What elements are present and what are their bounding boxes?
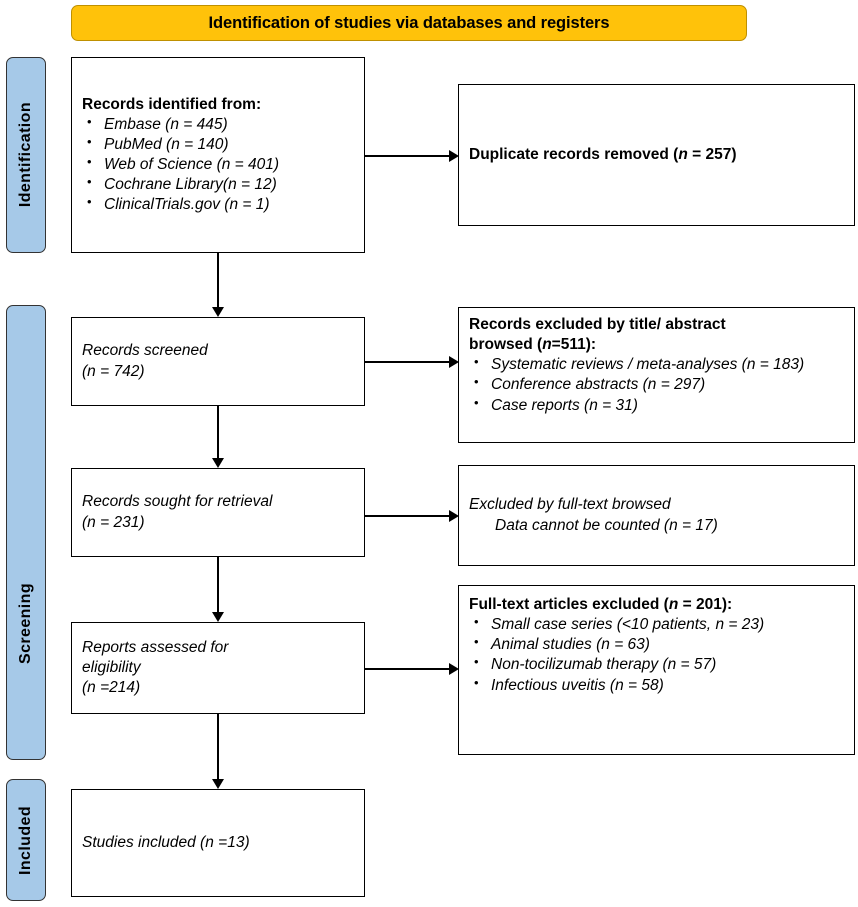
box-records-sought-for-retrieval-line2: (n = 231)	[82, 513, 145, 531]
box-full-text-articles-excluded-list: Small case series (<10 patients, n = 23)…	[469, 614, 844, 696]
list-item: Web of Science (n = 401)	[82, 154, 354, 175]
box-full-text-articles-excluded: Full-text articles excluded (n = 201): S…	[458, 585, 855, 755]
arrow-retrieval-to-excluded-full-text-browsed	[365, 510, 459, 522]
box-records-screened: Records screened (n = 742)	[71, 317, 365, 406]
diagram-title: Identification of studies via databases …	[208, 13, 610, 32]
box-records-identified: Records identified from: Embase (n = 445…	[71, 57, 365, 253]
box-reports-assessed-for-eligibility-line3: (n =214)	[82, 679, 141, 697]
box-studies-included-text: Studies included (n =13)	[82, 833, 250, 851]
box-records-excluded-title-abstract: Records excluded by title/ abstract brow…	[458, 307, 855, 443]
box-reports-assessed-for-eligibility: Reports assessed for eligibility (n =214…	[71, 622, 365, 714]
list-item: PubMed (n = 140)	[82, 134, 354, 155]
arrow-retrieval-to-eligibility	[212, 557, 224, 622]
box-studies-included: Studies included (n =13)	[71, 789, 365, 897]
diagram-header-banner: Identification of studies via databases …	[71, 5, 747, 41]
stage-bar-identification: Identification	[6, 57, 46, 253]
arrow-identified-to-duplicates	[365, 150, 459, 162]
box-records-screened-line2: (n = 742)	[82, 362, 145, 380]
box-reports-assessed-for-eligibility-line2: eligibility	[82, 658, 141, 676]
arrow-screened-to-excluded-title-abstract	[365, 356, 459, 368]
arrow-screened-to-retrieval	[212, 406, 224, 468]
list-item: Embase (n = 445)	[82, 114, 354, 135]
list-item: Animal studies (n = 63)	[469, 634, 844, 655]
arrow-eligibility-to-full-text-articles-excluded	[365, 663, 459, 675]
box-records-excluded-title-abstract-heading-line2: browsed (n=511):	[469, 336, 597, 354]
box-excluded-full-text-browsed-line1: Excluded by full-text browsed	[469, 496, 671, 514]
box-full-text-articles-excluded-heading: Full-text articles excluded (n = 201):	[469, 596, 733, 613]
box-reports-assessed-for-eligibility-line1: Reports assessed for	[82, 638, 229, 656]
stage-label-identification: Identification	[17, 102, 34, 208]
box-records-identified-list: Embase (n = 445) PubMed (n = 140) Web of…	[82, 114, 354, 216]
list-item: Non-tocilizumab therapy (n = 57)	[469, 654, 844, 675]
box-excluded-full-text-browsed-line2: Data cannot be counted (n = 17)	[495, 516, 718, 534]
list-item: Systematic reviews / meta-analyses (n = …	[469, 354, 844, 375]
box-records-sought-for-retrieval-line1: Records sought for retrieval	[82, 493, 273, 511]
list-item: ClinicalTrials.gov (n = 1)	[82, 194, 354, 215]
list-item: Case reports (n = 31)	[469, 395, 844, 416]
stage-bar-included: Included	[6, 779, 46, 901]
list-item: Infectious uveitis (n = 58)	[469, 675, 844, 696]
list-item: Small case series (<10 patients, n = 23)	[469, 614, 844, 635]
box-excluded-full-text-browsed: Excluded by full-text browsed Data canno…	[458, 465, 855, 566]
stage-label-screening: Screening	[17, 583, 34, 664]
stage-bar-screening: Screening	[6, 305, 46, 760]
box-records-excluded-title-abstract-list: Systematic reviews / meta-analyses (n = …	[469, 354, 844, 416]
box-records-identified-heading: Records identified from:	[82, 95, 262, 113]
list-item: Cochrane Library(n = 12)	[82, 174, 354, 195]
box-records-screened-line1: Records screened	[82, 342, 208, 360]
stage-label-included: Included	[17, 805, 34, 875]
box-records-sought-for-retrieval: Records sought for retrieval (n = 231)	[71, 468, 365, 557]
box-duplicate-records-removed-text: Duplicate records removed (n = 257)	[469, 145, 737, 163]
arrow-eligibility-to-included	[212, 714, 224, 789]
arrow-identified-to-screened	[212, 253, 224, 317]
box-records-excluded-title-abstract-heading-line1: Records excluded by title/ abstract	[469, 316, 726, 333]
list-item: Conference abstracts (n = 297)	[469, 374, 844, 395]
box-duplicate-records-removed: Duplicate records removed (n = 257)	[458, 84, 855, 226]
